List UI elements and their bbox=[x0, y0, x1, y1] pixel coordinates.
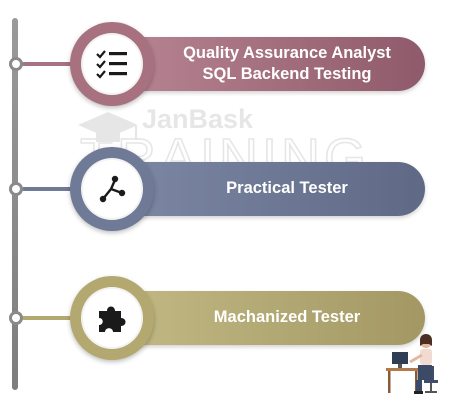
role-title-line1: Quality Assurance Analyst bbox=[183, 43, 391, 62]
role-pill: Quality Assurance Analyst SQL Backend Te… bbox=[115, 37, 425, 91]
timeline-dot bbox=[9, 57, 23, 71]
graduation-cap-icon bbox=[78, 112, 138, 142]
role-title-line1: Machanized Tester bbox=[213, 308, 361, 327]
timeline-line bbox=[12, 18, 18, 390]
timeline-node-practical-tester: Practical Tester bbox=[0, 139, 450, 239]
timeline-dot bbox=[9, 182, 23, 196]
checklist-icon bbox=[96, 50, 127, 79]
role-title-line1: Practical Tester bbox=[226, 179, 348, 198]
icon-badge bbox=[70, 147, 154, 231]
role-pill: Practical Tester bbox=[115, 162, 425, 216]
role-pill: Machanized Tester bbox=[115, 291, 425, 345]
node-connector bbox=[22, 187, 82, 191]
timeline-node-mechanized-tester: Machanized Tester bbox=[0, 268, 450, 368]
branch-icon bbox=[99, 175, 126, 203]
role-title-line2: SQL Backend Testing bbox=[202, 65, 372, 83]
icon-badge bbox=[70, 22, 154, 106]
timeline-node-qa-analyst: Quality Assurance Analyst SQL Backend Te… bbox=[0, 14, 450, 114]
node-connector bbox=[22, 62, 82, 66]
puzzle-icon bbox=[99, 306, 126, 332]
person-at-desk-illustration bbox=[386, 334, 438, 394]
timeline-dot bbox=[9, 311, 23, 325]
node-connector bbox=[22, 316, 82, 320]
icon-badge bbox=[70, 276, 154, 360]
